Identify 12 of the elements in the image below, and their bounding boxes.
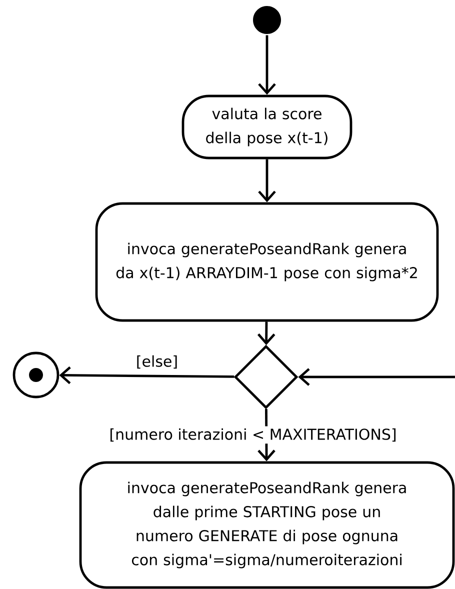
action-box: invoca generatePoseandRank genera dalle prime STARTING pose un numero GENERATE di pose ognuna con sigma'=sigma/numeroiterazioni [79,461,455,589]
end-node [12,352,60,398]
edge-label: [else] [134,353,180,371]
edge-label: [numero iterazioni < MAXITERATIONS] [107,426,399,444]
arrow [258,35,276,95]
start-node [253,6,281,34]
arrow [257,322,276,346]
arrow [59,366,234,384]
arrow [298,368,455,386]
arrow [258,159,276,202]
action-box: invoca generatePoseandRank genera da x(t-1) ARRAYDIM-1 pose con sigma*2 [95,202,439,322]
action-box: valuta la score della pose x(t-1) [182,94,352,160]
